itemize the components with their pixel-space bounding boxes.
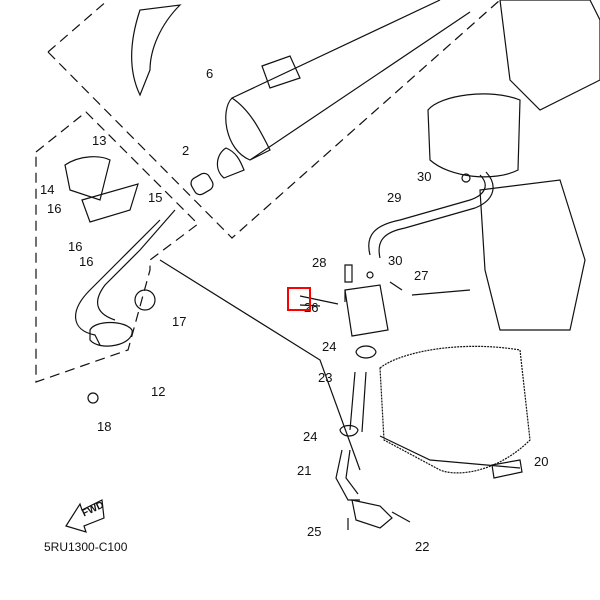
callout-15: 15 xyxy=(148,190,163,205)
callout-20: 20 xyxy=(534,454,549,469)
muffler-group-boundary xyxy=(47,0,501,239)
throttle-body xyxy=(499,0,600,111)
clip-30-mid xyxy=(366,271,374,279)
exhaust-pipe xyxy=(75,209,176,346)
highlight-box-part-26 xyxy=(287,287,311,311)
callout-24b: 24 xyxy=(303,429,318,444)
callout-13: 13 xyxy=(92,133,107,148)
callout-24a: 24 xyxy=(322,339,337,354)
muffler-outlet xyxy=(216,147,245,179)
gasket-17 xyxy=(134,289,156,311)
bolt-22 xyxy=(391,511,411,523)
callout-25: 25 xyxy=(307,524,322,539)
muffler-body xyxy=(225,0,471,161)
reed-valve-26 xyxy=(344,284,389,337)
heat-protector-15 xyxy=(81,183,139,223)
callout-16a: 16 xyxy=(47,201,62,216)
engine-crankcase xyxy=(479,179,586,331)
callout-17: 17 xyxy=(172,314,187,329)
callout-29: 29 xyxy=(387,190,402,205)
cap-28 xyxy=(344,264,353,283)
callout-22: 22 xyxy=(415,539,430,554)
callout-30b: 30 xyxy=(388,253,403,268)
gasket-2 xyxy=(190,172,214,196)
muffler-cap xyxy=(261,55,301,89)
callout-6: 6 xyxy=(206,66,214,81)
callout-23: 23 xyxy=(318,370,333,385)
callout-18: 18 xyxy=(97,419,112,434)
flange xyxy=(89,321,133,347)
air-cleaner xyxy=(427,93,521,178)
heat-protector-13 xyxy=(64,156,111,201)
clamp-24a xyxy=(355,345,377,359)
clamp-24b xyxy=(339,424,359,437)
nut-18 xyxy=(87,392,99,404)
pipe-group-boundary xyxy=(35,111,199,383)
gasket-20 xyxy=(491,459,523,479)
callout-16b: 16 xyxy=(68,239,83,254)
hose-29 xyxy=(368,171,494,259)
bolt-27 xyxy=(389,281,403,291)
pipe-21 xyxy=(335,449,360,501)
muffler-heat-shield xyxy=(131,4,182,97)
clip-30-top xyxy=(461,173,471,183)
fwd-arrow xyxy=(65,499,105,533)
callout-27: 27 xyxy=(414,268,429,283)
leader-lines xyxy=(159,259,521,471)
callout-2: 2 xyxy=(182,143,190,158)
engine-cylinder xyxy=(379,345,531,474)
callout-30a: 30 xyxy=(417,169,432,184)
diagram-code: 5RU1300-C100 xyxy=(44,540,128,554)
callout-16c: 16 xyxy=(79,254,94,269)
hose-23 xyxy=(349,371,367,433)
callout-14: 14 xyxy=(40,182,55,197)
callout-28: 28 xyxy=(312,255,327,270)
bracket xyxy=(351,499,393,529)
callout-12: 12 xyxy=(151,384,166,399)
callout-21: 21 xyxy=(297,463,312,478)
